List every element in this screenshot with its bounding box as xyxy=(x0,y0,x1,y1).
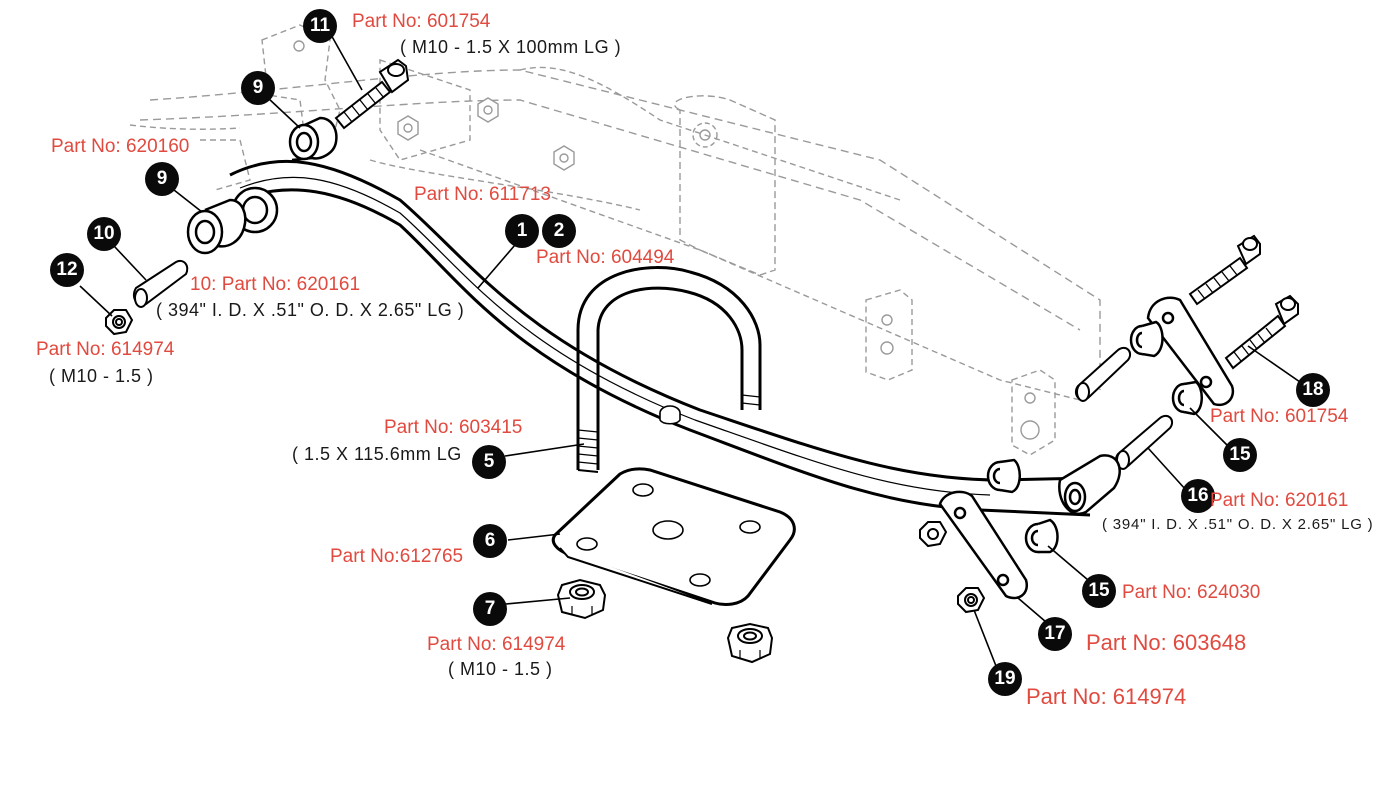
label-part-612765: Part No:612765 xyxy=(330,546,464,567)
label-part-620160: Part No: 620160 xyxy=(51,136,190,157)
bushing-eye-upper xyxy=(986,458,1021,494)
bushing-15 xyxy=(1171,380,1203,416)
callout-17: 17 xyxy=(1038,617,1072,651)
sleeve-16 xyxy=(1114,414,1174,470)
bushing-9-lower xyxy=(186,198,247,255)
bushing-9-upper xyxy=(288,116,338,162)
callout-16: 16 xyxy=(1181,479,1215,513)
label-part-604494: Part No: 604494 xyxy=(536,247,675,268)
label-part-624030: Part No: 624030 xyxy=(1122,582,1261,603)
label-spec-m10-left: ( M10 - 1.5 ) xyxy=(49,366,154,386)
bolt-18-upper xyxy=(1188,234,1261,306)
label-spec-bushing-right: ( 394" I. D. X .51" O. D. X 2.65" LG ) xyxy=(1102,516,1374,533)
nut-19 xyxy=(957,587,986,614)
shackle-plate-17 xyxy=(938,490,1029,600)
callout-10: 10 xyxy=(87,217,121,251)
callout-18: 18 xyxy=(1296,373,1330,407)
center-bolt-head xyxy=(659,405,681,425)
sleeve-10 xyxy=(132,260,189,308)
bolt-11 xyxy=(334,58,410,130)
label-part-614974-bottom: Part No: 614974 xyxy=(1026,684,1187,709)
label-part-620161-right: Part No: 620161 xyxy=(1210,490,1349,511)
sleeve-upper-right xyxy=(1074,346,1132,402)
callout-2: 2 xyxy=(542,214,576,248)
label-part-603415: Part No: 603415 xyxy=(384,417,523,438)
label-part-614974-left: Part No: 614974 xyxy=(36,339,175,360)
nut-7-second xyxy=(726,622,774,664)
callout-12: 12 xyxy=(50,253,84,287)
label-part-611713: Part No: 611713 xyxy=(414,184,551,205)
callout-15-upper: 15 xyxy=(1223,438,1257,472)
label-spec-ubolt: ( 1.5 X 115.6mm LG xyxy=(292,444,462,464)
nut-7 xyxy=(556,578,607,620)
callout-7: 7 xyxy=(473,592,507,626)
vehicle-frame xyxy=(129,24,1101,456)
nut-shackle xyxy=(919,521,948,548)
nut-12 xyxy=(105,309,134,336)
label-part-603648: Part No: 603648 xyxy=(1086,630,1247,655)
spring-plate xyxy=(551,467,796,606)
shackle-plate-upper xyxy=(1146,296,1235,407)
spring-eye-right xyxy=(1058,454,1121,515)
callout-5: 5 xyxy=(472,445,506,479)
callout-11: 11 xyxy=(303,9,337,43)
u-bolt xyxy=(576,266,762,473)
callout-9-lower: 9 xyxy=(145,162,179,196)
leader-lines xyxy=(79,32,1301,667)
label-spec-m10-100: ( M10 - 1.5 X 100mm LG ) xyxy=(400,37,622,57)
label-part-10-620161: 10: Part No: 620161 xyxy=(190,274,361,295)
callout-9-upper: 9 xyxy=(241,71,275,105)
callout-19: 19 xyxy=(988,662,1022,696)
label-spec-m10-mid: ( M10 - 1.5 ) xyxy=(448,659,553,679)
label-spec-bushing-left: ( 394" I. D. X .51" O. D. X 2.65" LG ) xyxy=(156,300,465,320)
callout-6: 6 xyxy=(473,524,507,558)
label-part-601754-top: Part No: 601754 xyxy=(352,11,491,32)
callout-1: 1 xyxy=(505,214,539,248)
bolt-18-lower xyxy=(1224,294,1299,370)
label-part-614974-mid: Part No: 614974 xyxy=(427,634,566,655)
bushing-15-lower xyxy=(1024,518,1059,554)
bushing-15-upper xyxy=(1129,320,1164,358)
callout-15-lower: 15 xyxy=(1082,574,1116,608)
leaf-spring xyxy=(229,159,1091,517)
label-part-601754-right: Part No: 601754 xyxy=(1210,406,1349,427)
